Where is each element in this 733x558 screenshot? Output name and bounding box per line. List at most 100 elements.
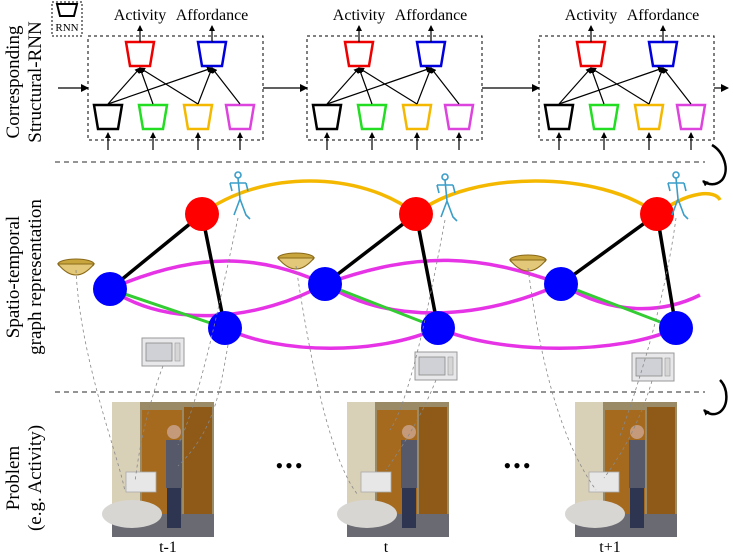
row-label-top-2: Structural-RNN — [25, 21, 46, 143]
row-label-bottom-1: Problem — [3, 446, 24, 511]
edge-rnn-yellow-icon — [401, 103, 433, 131]
edge-rnn-yellow-icon — [633, 103, 665, 131]
rnn-connection-arrow — [107, 66, 213, 105]
ellipsis-1: ••• — [275, 453, 304, 478]
time-label-t: t — [384, 539, 389, 556]
rnn-connection-arrow — [107, 67, 141, 105]
correspondence-line — [177, 344, 229, 467]
activity-rnn-icon — [575, 40, 607, 68]
spatial-edge-object-object — [109, 287, 226, 330]
rnn-block-3: Activity Affordance — [538, 7, 715, 150]
edge-rnn-yellow-icon — [182, 103, 214, 131]
correspondence-line — [389, 219, 446, 431]
skeleton-icon — [436, 173, 458, 222]
rnn-connection-arrow — [558, 66, 664, 105]
microwave-icon — [414, 351, 458, 381]
row-label-bottom-2: (e.g. Activity) — [25, 425, 46, 531]
rnn-connection-arrow — [138, 67, 154, 105]
correspondence-line — [527, 267, 597, 491]
microwave-icon — [141, 337, 185, 367]
object-node-bowl — [544, 267, 578, 301]
rnn-legend-label: RNN — [55, 22, 78, 34]
graph-layer — [56, 171, 722, 382]
rnn-connection-arrow — [430, 67, 460, 105]
rnn-connection-arrow — [589, 67, 605, 105]
ellipsis-2: ••• — [503, 453, 532, 478]
edge-rnn-green-icon — [356, 103, 388, 131]
correspondence-line — [75, 269, 126, 493]
rnn-connection-arrow — [558, 67, 592, 105]
edge-rnn-magenta-icon — [443, 103, 475, 131]
rnn-connection-arrow — [357, 67, 373, 105]
edge-rnn-magenta-icon — [675, 103, 707, 131]
rnn-connection-arrow — [326, 67, 360, 105]
rnn-legend-icon — [55, 3, 79, 17]
spatial-edge-object-object — [560, 282, 677, 330]
skeleton-icon — [667, 171, 689, 220]
edge-rnn-black-icon — [311, 103, 343, 131]
rnn-legend: RNN — [51, 1, 83, 37]
spatial-edge-human-object — [559, 212, 659, 286]
affordance-label: Affordance — [395, 7, 468, 24]
bowl-icon — [56, 258, 96, 276]
microwave-icon — [631, 352, 675, 382]
curved-arrow-bottom — [703, 379, 728, 416]
bowl-icon — [508, 254, 548, 272]
human-node — [185, 197, 219, 231]
affordance-rnn-icon — [647, 40, 679, 68]
correspondence-line — [177, 217, 239, 446]
rnn-block-frame — [538, 35, 715, 141]
edge-rnn-green-icon — [588, 103, 620, 131]
affordance-label: Affordance — [176, 7, 249, 24]
bowl-icon — [276, 252, 316, 270]
human-node — [399, 197, 433, 231]
curved-arrow-top — [702, 143, 727, 187]
rnn-connection-arrow — [590, 67, 650, 105]
spatial-edge-human-object — [655, 213, 678, 329]
rnn-connection-arrow — [326, 66, 432, 105]
row-label-middle-1: Spatio-temporal — [3, 216, 24, 338]
correspondence-line — [603, 380, 653, 479]
correspondence-line — [619, 217, 677, 437]
rnn-connection-arrow — [197, 67, 213, 105]
spatial-edge-human-object — [414, 213, 440, 329]
affordance-rnn-icon — [415, 40, 447, 68]
activity-label: Activity — [333, 7, 385, 24]
video-frame-2 — [337, 402, 449, 537]
edge-rnn-magenta-icon — [224, 103, 256, 131]
activity-rnn-icon — [343, 40, 375, 68]
spatial-edge-human-object — [200, 213, 227, 329]
activity-rnn-icon — [124, 40, 156, 68]
spatial-edge-object-object — [324, 282, 439, 330]
temporal-edge-object-1b — [109, 281, 701, 318]
rnn-connection-arrow — [211, 67, 241, 105]
correspondence-line — [385, 379, 437, 471]
affordance-label: Affordance — [627, 7, 700, 24]
rnn-block-frame — [87, 35, 264, 141]
correspondence-line — [295, 265, 359, 496]
edge-rnn-green-icon — [137, 103, 169, 131]
human-node — [640, 197, 674, 231]
rnn-block-2: Activity Affordance — [306, 7, 483, 150]
object-node-microwave — [421, 311, 455, 345]
frame-layer — [75, 217, 677, 537]
rnn-connection-arrow — [416, 67, 432, 105]
spatial-edge-human-object — [323, 212, 418, 286]
object-node-microwave — [659, 311, 693, 345]
skeleton-icon — [229, 171, 251, 220]
spatial-edge-human-object — [108, 212, 204, 291]
video-frame-1 — [102, 402, 214, 537]
row-label-middle-2: graph representation — [25, 199, 46, 355]
rnn-connection-arrow — [139, 67, 199, 105]
rnn-connection-arrow — [662, 67, 692, 105]
rnn-block-frame — [306, 35, 483, 141]
time-label-t-plus-1: t+1 — [599, 539, 620, 556]
video-frame-3 — [565, 402, 677, 537]
object-node-bowl — [308, 267, 342, 301]
rnn-connection-arrow — [648, 67, 664, 105]
edge-rnn-black-icon — [92, 103, 124, 131]
activity-label: Activity — [565, 7, 617, 24]
